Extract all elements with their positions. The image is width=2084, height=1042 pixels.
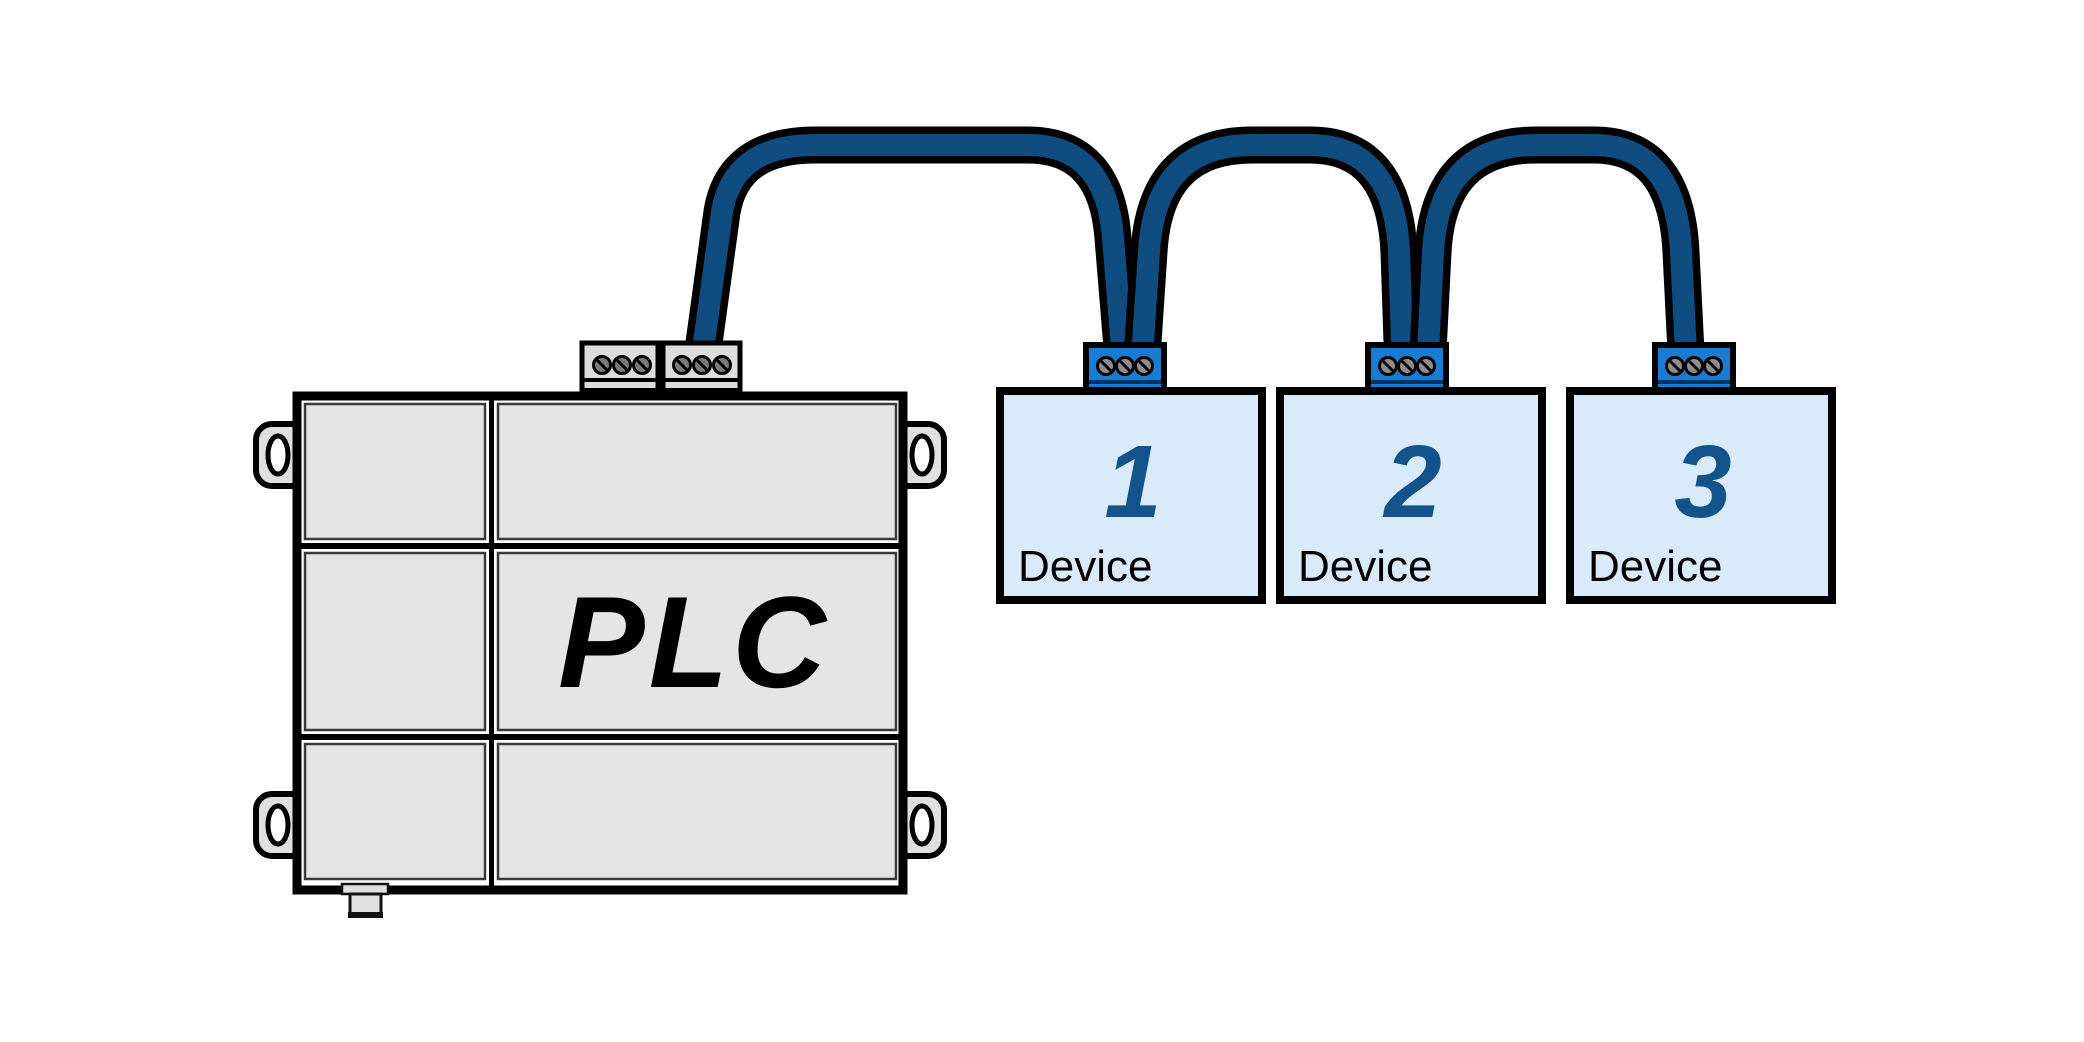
device-2-terminal-block xyxy=(1365,342,1449,398)
cable-plc-to-device1 xyxy=(681,126,1143,375)
device-2-box xyxy=(1276,387,1546,604)
device-2-screw-slots xyxy=(1381,359,1433,373)
plc-frame-bars xyxy=(300,400,900,886)
device-3-terminal-block xyxy=(1652,342,1736,398)
screw-slot xyxy=(1400,359,1414,373)
plc-unit: PLC xyxy=(253,340,947,918)
mounting-hole-top-right xyxy=(909,433,935,477)
plc-cell-bottom-left xyxy=(303,742,487,881)
plc-column-divider xyxy=(489,400,494,886)
plc-terminal-2-screw-slots xyxy=(675,358,729,372)
cable-device1-to-device2 xyxy=(1122,126,1422,374)
plc-row-divider-upper xyxy=(300,543,900,549)
screw-slot xyxy=(1118,359,1132,373)
device-3-label: Device xyxy=(1588,542,1723,591)
plc-cell-middle-right xyxy=(496,551,898,732)
device-1-label: Device xyxy=(1018,542,1153,591)
screw-slot xyxy=(635,358,649,372)
device-3-number: 3 xyxy=(1674,424,1731,539)
device-2: 2 Device xyxy=(1276,342,1546,604)
screw-slot xyxy=(675,358,689,372)
screw-slot xyxy=(715,358,729,372)
screw-slot xyxy=(1381,359,1395,373)
mounting-hole-top-left xyxy=(265,433,291,477)
screw-slot xyxy=(1099,359,1113,373)
connector-lip xyxy=(348,912,383,918)
device-1-screw-slots xyxy=(1099,359,1151,373)
device-1: 1 Device xyxy=(996,342,1266,604)
screw-slot xyxy=(595,358,609,372)
plc-terminal-1-screw-slots xyxy=(595,358,649,372)
mounting-hole-bottom-left xyxy=(265,803,291,847)
plc-mounting-holes xyxy=(265,433,935,847)
plc-row-divider-lower xyxy=(300,734,900,740)
screw-slot xyxy=(1137,359,1151,373)
cable-1-core xyxy=(689,134,1135,374)
plc-label: PLC xyxy=(558,569,830,715)
screw-slot xyxy=(615,358,629,372)
plc-module-cells xyxy=(303,402,898,881)
device-1-number: 1 xyxy=(1104,424,1161,539)
plc-cell-bottom-right xyxy=(496,742,898,881)
cable-2-core xyxy=(1130,134,1414,373)
mounting-hole-bottom-right xyxy=(909,803,935,847)
device-1-terminal-block xyxy=(1083,342,1167,398)
screw-slot xyxy=(695,358,709,372)
device-3-box xyxy=(1566,387,1836,604)
plc-cell-top-left xyxy=(303,402,487,541)
screw-slot xyxy=(1687,359,1701,373)
screw-slot xyxy=(1706,359,1720,373)
cables xyxy=(681,126,1706,375)
cable-device2-to-device3 xyxy=(1408,126,1706,373)
device-2-number: 2 xyxy=(1382,424,1441,539)
device-3: 3 Device xyxy=(1566,342,1836,604)
screw-slot xyxy=(1668,359,1682,373)
device-1-box xyxy=(996,387,1266,604)
device-2-label: Device xyxy=(1298,542,1433,591)
plc-bottom-connector xyxy=(340,882,390,918)
cable-3-core xyxy=(1416,134,1698,373)
plc-terminal-block-2 xyxy=(660,340,743,403)
screw-slot xyxy=(1419,359,1433,373)
plc-cell-middle-left xyxy=(303,551,487,732)
plc-cell-top-right xyxy=(496,402,898,541)
device-3-screw-slots xyxy=(1668,359,1720,373)
plc-terminal-block-1 xyxy=(579,340,661,403)
cable-1-outline xyxy=(681,126,1143,375)
